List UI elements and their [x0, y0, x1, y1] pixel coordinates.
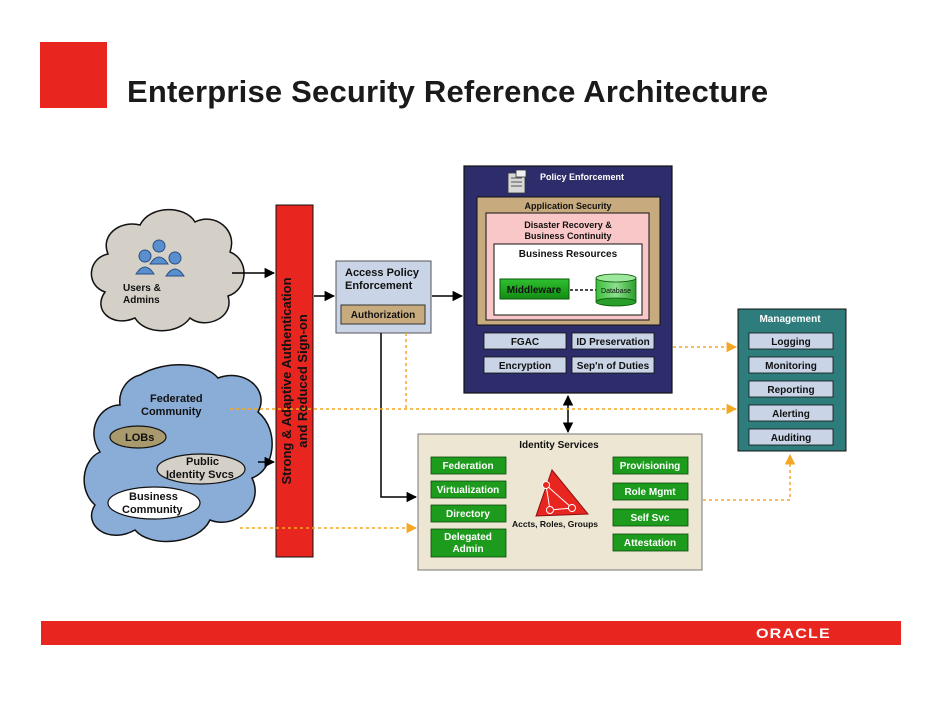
reporting-label: Reporting [767, 385, 814, 396]
middleware-box [499, 278, 570, 300]
slide-title: Enterprise Security Reference Architectu… [127, 74, 769, 109]
lobs-label: LOBs [125, 432, 154, 444]
identity-services-header: Identity Services [519, 440, 599, 451]
database-label: Database [601, 288, 631, 295]
users-admins-cloud: Users & Admins [90, 208, 245, 332]
auditing-label: Auditing [771, 433, 812, 444]
users-label-line1: Users & [123, 283, 161, 294]
encryption-box [483, 356, 567, 374]
identity-to-management-arrow [703, 453, 796, 501]
footer-bar [41, 621, 901, 645]
virtualization-label: Virtualization [437, 485, 500, 496]
accounts-roles-groups-icon [535, 468, 590, 517]
business-community-ellipse [107, 486, 201, 520]
authorization-box [340, 304, 426, 325]
access-policy-line1: Access Policy [345, 267, 420, 279]
id-preservation-label: ID Preservation [576, 337, 649, 348]
role-mgmt-label: Role Mgmt [624, 487, 676, 498]
management-header: Management [759, 314, 821, 325]
monitoring-label: Monitoring [765, 361, 817, 372]
directory-label: Directory [446, 509, 490, 520]
server-icon [507, 169, 527, 194]
center-label: Accts, Roles, Groups [512, 519, 598, 529]
federation-box [430, 456, 507, 475]
delegated-admin-line2: Admin [452, 544, 483, 555]
sep-duties-label: Sep'n of Duties [577, 361, 650, 372]
alerting-box [748, 404, 834, 422]
role-mgmt-box [612, 482, 689, 501]
middleware-label: Middleware [507, 285, 562, 296]
identity-services-box: Identity Services Federation Virtualizat… [417, 433, 703, 571]
delegated-admin-line1: Delegated [444, 532, 492, 543]
attestation-box [612, 533, 689, 552]
users-group-icon [135, 239, 185, 277]
business-resources-label: Business Resources [519, 249, 618, 260]
public-label-line2: Identity Svcs [166, 469, 234, 481]
fgac-label: FGAC [511, 337, 539, 348]
policy-enforcement-box: Policy Enforcement Application Security … [463, 165, 673, 394]
application-security-label: Application Security [524, 201, 611, 211]
database-icon: Database [595, 273, 637, 307]
dr-label-line1: Disaster Recovery & [524, 220, 612, 230]
alerting-label: Alerting [772, 409, 810, 420]
fgac-box [483, 332, 567, 350]
id-preservation-box [571, 332, 655, 350]
orange-dashed-arrows [230, 333, 796, 534]
lobs-ellipse [109, 425, 167, 449]
delegated-admin-box [430, 528, 507, 558]
virtualization-box [430, 480, 507, 499]
auth-bar-line1: Strong & Adaptive Authentication [279, 277, 294, 484]
encryption-label: Encryption [499, 361, 551, 372]
provisioning-box [612, 456, 689, 475]
business-label-line2: Community [122, 504, 183, 516]
brand-red-square [40, 42, 107, 108]
access-to-identity-arrow [380, 333, 418, 503]
authorization-label: Authorization [351, 310, 415, 321]
provisioning-label: Provisioning [620, 461, 681, 472]
access-policy-line2: Enforcement [345, 280, 413, 292]
management-box: Management Logging Monitoring Reporting … [737, 308, 847, 452]
public-label-line1: Public [186, 456, 219, 468]
sep-duties-box [571, 356, 655, 374]
reporting-box [748, 380, 834, 398]
business-label-line1: Business [129, 491, 178, 503]
users-label-line2: Admins [123, 295, 160, 306]
auditing-box [748, 428, 834, 446]
access-policy-box: Access Policy Enforcement Authorization [335, 260, 432, 334]
attestation-label: Attestation [624, 538, 676, 549]
policy-enforcement-header: Policy Enforcement [540, 172, 624, 182]
oracle-logo: ORACLE [756, 625, 831, 641]
monitoring-box [748, 356, 834, 374]
public-identity-ellipse [156, 453, 246, 485]
auth-bar-line2: and Reduced Sign-on [295, 314, 310, 448]
directory-box [430, 504, 507, 523]
logging-box [748, 332, 834, 350]
federated-title-line2: Community [141, 406, 202, 418]
authentication-bar: Strong & Adaptive Authentication and Red… [275, 204, 314, 558]
federated-community-cloud: Federated Community LOBs Public Identity… [83, 364, 273, 543]
black-arrows [232, 267, 574, 503]
self-svc-label: Self Svc [631, 513, 670, 524]
federated-title-line1: Federated [150, 393, 203, 405]
federation-label: Federation [442, 461, 493, 472]
logging-label: Logging [771, 337, 810, 348]
dr-label-line2: Business Continuity [524, 231, 611, 241]
self-svc-box [612, 508, 689, 527]
